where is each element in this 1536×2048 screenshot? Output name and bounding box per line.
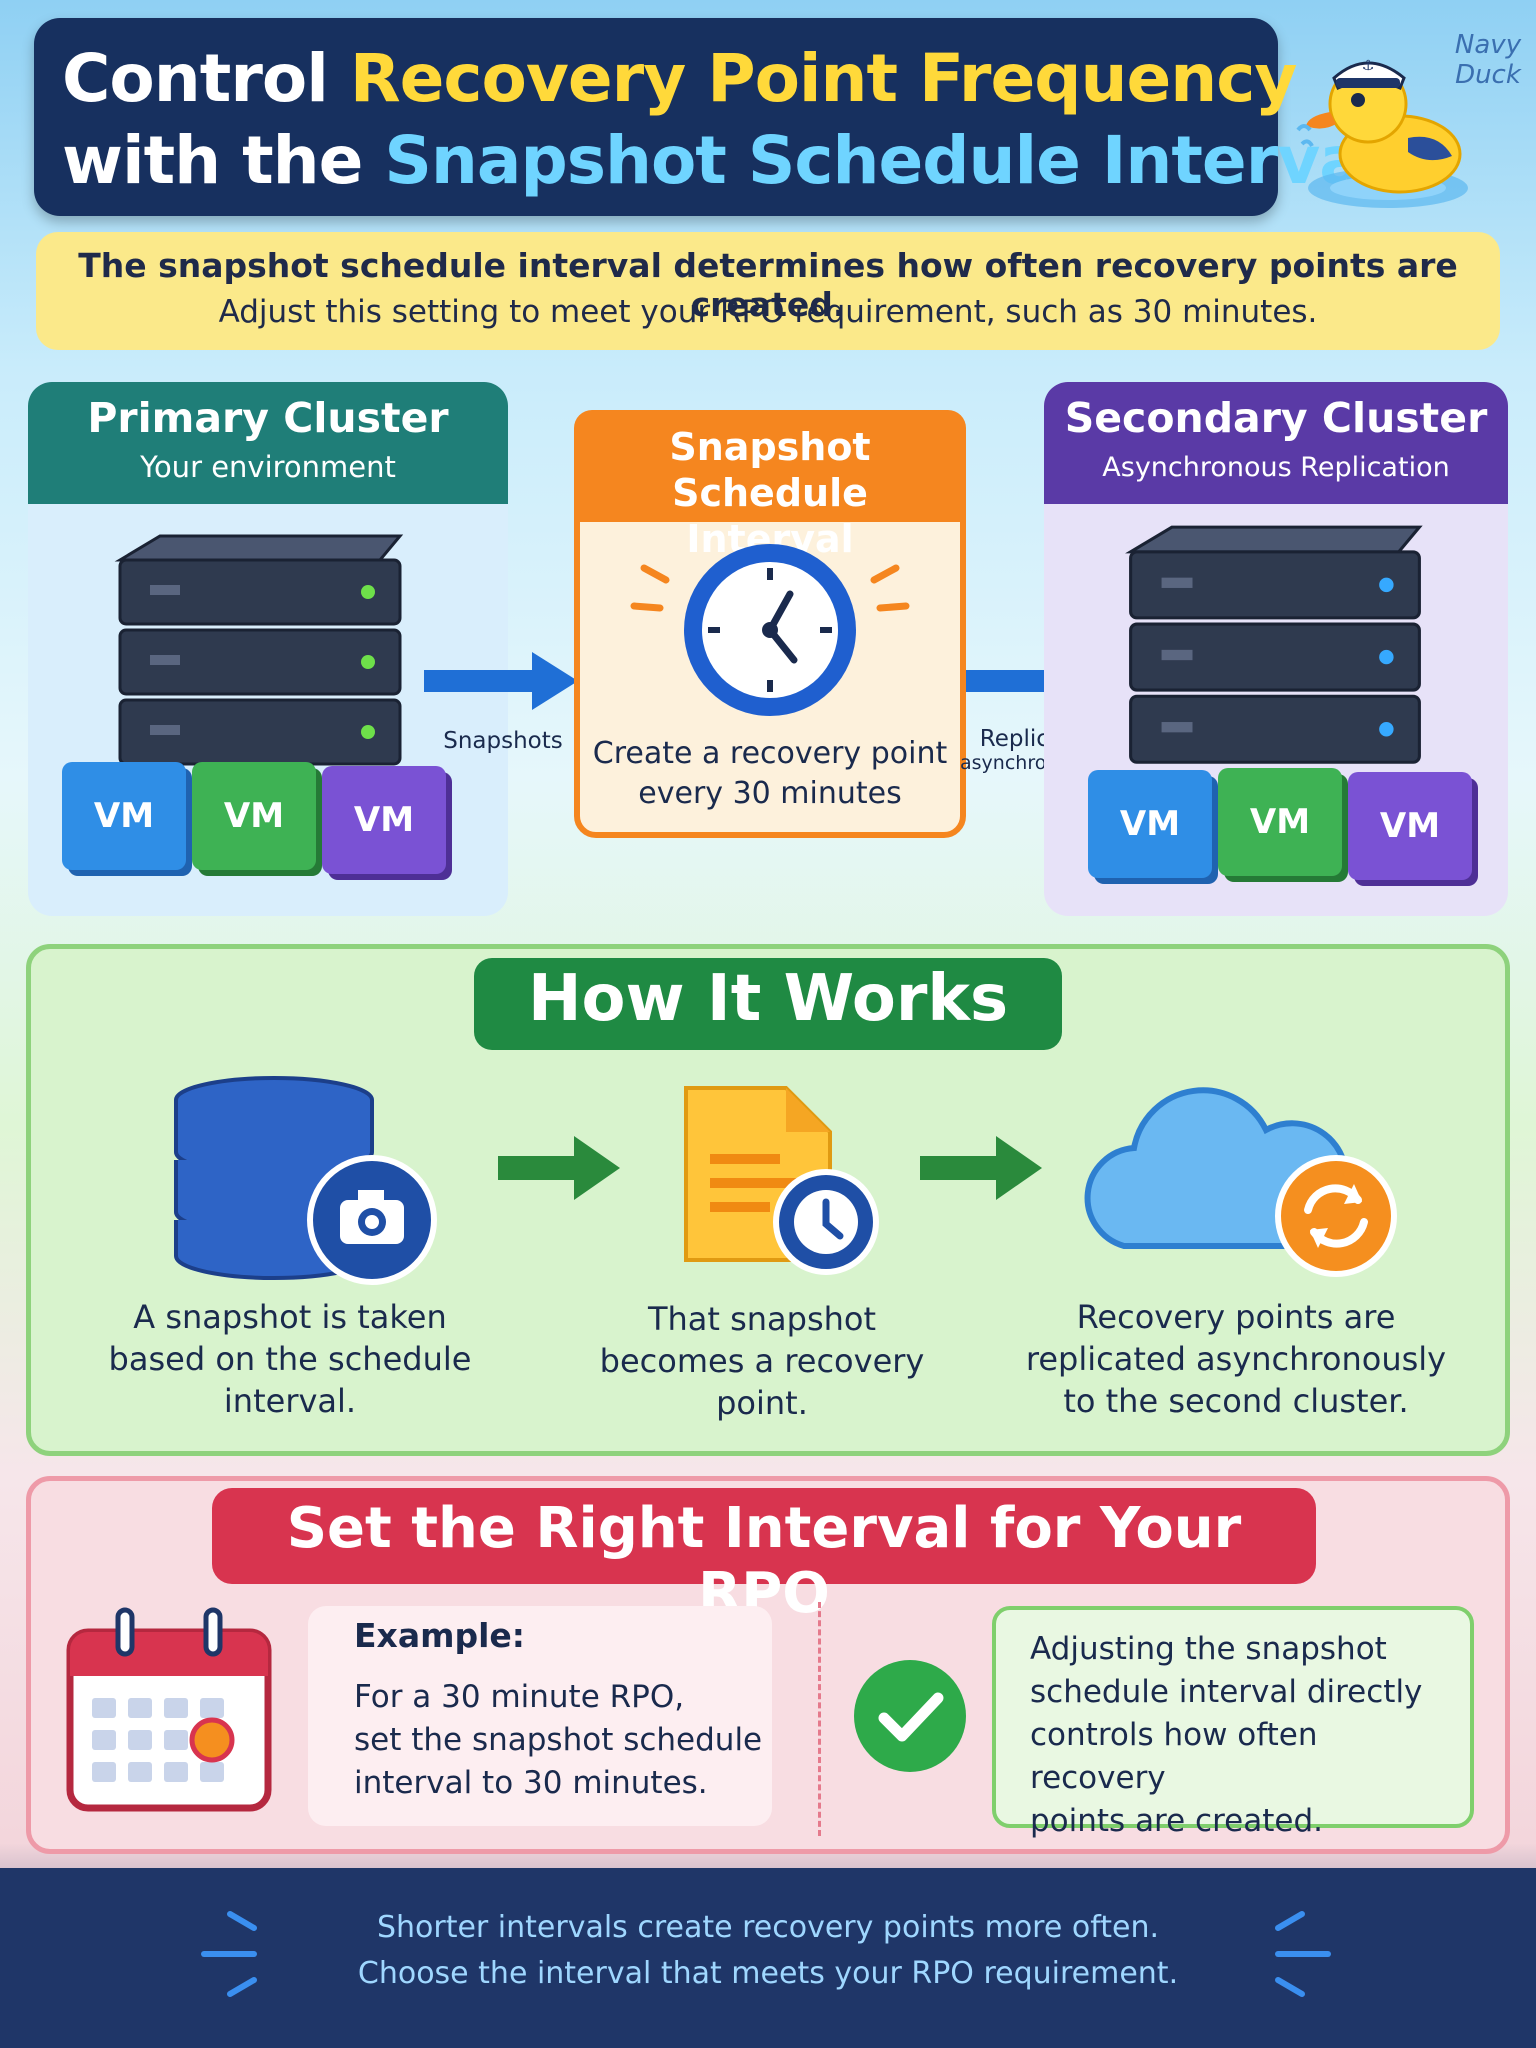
intro-line-1: The snapshot schedule interval determine… xyxy=(78,246,1458,324)
step-line: replicated asynchronously xyxy=(1025,1340,1447,1378)
vm-label: VM xyxy=(223,796,285,836)
vm-label: VM xyxy=(1119,804,1181,844)
checkmark-icon xyxy=(854,1660,966,1772)
interval-text-line: every 30 minutes xyxy=(638,776,902,811)
step-line: point. xyxy=(716,1384,808,1422)
sparkle-lines-icon xyxy=(1275,1911,1331,1997)
rpo-badge xyxy=(212,1488,1316,1584)
note-line: Adjusting the snapshot xyxy=(1030,1631,1387,1667)
interval-title: Snapshot Schedule Interval xyxy=(574,424,966,562)
vm-label: VM xyxy=(353,800,415,840)
database-camera-icon xyxy=(174,1076,437,1285)
step-line: That snapshot xyxy=(647,1300,877,1338)
intro-box xyxy=(36,232,1500,350)
sparkle-lines-icon xyxy=(201,1911,257,1997)
document-clock-icon xyxy=(684,1086,879,1275)
step-line: to the second cluster. xyxy=(1063,1382,1409,1420)
step-line: Recovery points are xyxy=(1076,1298,1396,1336)
example-line: interval to 30 minutes. xyxy=(354,1765,708,1801)
primary-cluster-title: Primary Cluster xyxy=(87,394,449,442)
example-line: For a 30 minute RPO, xyxy=(354,1679,685,1715)
step-2-text: That snapshot becomes a recovery point. xyxy=(570,1298,954,1424)
title-banner xyxy=(34,18,1278,216)
arrow-right-icon xyxy=(498,1136,620,1200)
logo-label: Navy Duck xyxy=(1452,30,1524,90)
example-text: For a 30 minute RPO, set the snapshot sc… xyxy=(354,1676,774,1805)
step-line: becomes a recovery xyxy=(599,1342,925,1380)
logo-label-line: Duck xyxy=(1455,60,1521,90)
interval-text-line: Create a recovery point xyxy=(592,736,948,771)
title-part: with the xyxy=(62,122,385,199)
server-stack-icon xyxy=(1125,525,1423,764)
vm-block: VM xyxy=(322,766,446,874)
step-line: A snapshot is taken xyxy=(133,1298,447,1336)
note-line: controls how often recovery xyxy=(1030,1717,1318,1796)
how-it-works-title: How It Works xyxy=(527,962,1009,1036)
interval-header xyxy=(574,410,966,522)
cloud-sync-icon xyxy=(1084,1087,1397,1277)
intro-line-2: Adjust this setting to meet your RPO req… xyxy=(218,294,1318,330)
secondary-cluster-header xyxy=(1044,382,1508,504)
step-line: based on the schedule xyxy=(108,1340,472,1378)
arrow-right-icon xyxy=(920,1136,1042,1200)
footer-line-2: Choose the interval that meets your RPO … xyxy=(357,1956,1179,1991)
svg-text:⚓: ⚓ xyxy=(1362,58,1375,74)
secondary-cluster-subtitle: Asynchronous Replication xyxy=(1102,452,1450,483)
example-card xyxy=(308,1606,772,1826)
primary-cluster-header xyxy=(28,382,508,504)
title-part: Control xyxy=(62,40,350,117)
note-line: schedule interval directly xyxy=(1030,1674,1423,1710)
footer-line-1: Shorter intervals create recovery points… xyxy=(376,1910,1160,1945)
page-title-line-1: Control Recovery Point Frequency xyxy=(62,40,1297,117)
arrow-right-icon xyxy=(424,652,578,710)
server-stack-icon xyxy=(114,534,404,766)
title-highlight: Recovery Point Frequency xyxy=(349,40,1298,117)
interval-description: Create a recovery point every 30 minutes xyxy=(574,734,966,814)
vm-label: VM xyxy=(93,796,155,836)
navy-duck-logo: ⚓ xyxy=(1296,58,1468,208)
step-3-text: Recovery points are replicated asynchron… xyxy=(1016,1296,1456,1422)
note-text: Adjusting the snapshot schedule interval… xyxy=(1030,1628,1460,1843)
step-line: interval. xyxy=(223,1382,357,1420)
secondary-cluster-title: Secondary Cluster xyxy=(1064,394,1488,442)
snapshots-label: Snapshots xyxy=(443,728,563,754)
vm-block: VM xyxy=(192,762,316,870)
clock-icon xyxy=(630,544,910,716)
how-it-works-badge xyxy=(474,958,1062,1050)
example-heading: Example: xyxy=(354,1616,525,1655)
step-1-text: A snapshot is taken based on the schedul… xyxy=(90,1296,490,1422)
page-title-line-2: with the Snapshot Schedule Interval xyxy=(62,122,1385,202)
dashed-divider xyxy=(818,1602,821,1836)
calendar-icon xyxy=(66,1607,272,1812)
footer-banner xyxy=(0,1868,1536,2048)
logo-label-line: Navy xyxy=(1454,30,1522,60)
vm-block: VM xyxy=(1348,772,1472,880)
title-highlight: Snapshot Schedule Interval xyxy=(384,122,1385,199)
note-line: points are created. xyxy=(1030,1803,1323,1839)
vm-block: VM xyxy=(62,762,186,870)
example-line: set the snapshot schedule xyxy=(354,1722,763,1758)
vm-block: VM xyxy=(1088,770,1212,878)
primary-cluster-subtitle: Your environment xyxy=(140,450,396,484)
note-card xyxy=(992,1606,1474,1828)
vm-block: VM xyxy=(1218,768,1342,876)
vm-label: VM xyxy=(1249,802,1311,842)
vm-label: VM xyxy=(1379,806,1441,846)
interval-title-line: Snapshot Schedule xyxy=(669,425,871,515)
